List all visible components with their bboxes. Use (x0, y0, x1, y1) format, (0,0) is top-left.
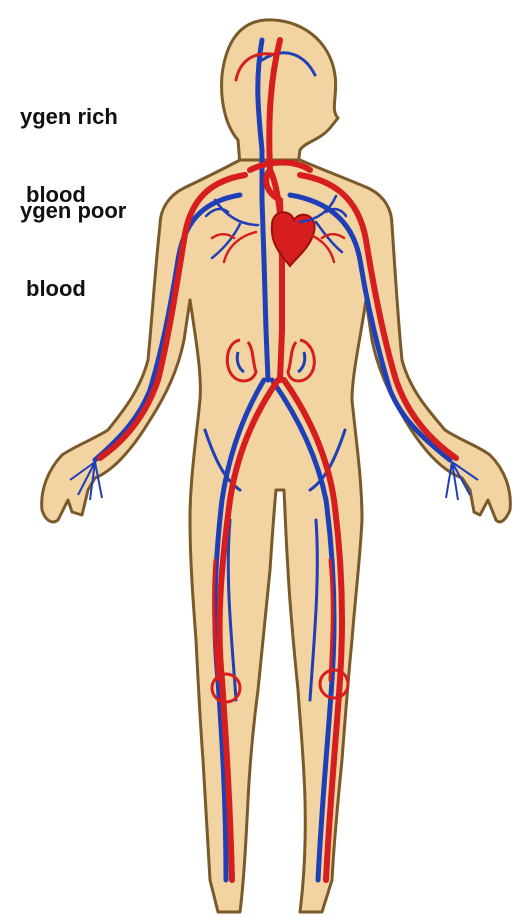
legend-oxygen-poor-line2: blood (20, 276, 126, 302)
legend-oxygen-poor-line1: ygen poor (20, 198, 126, 224)
legend-oxygen-poor: ygen poor blood (20, 146, 126, 328)
legend-oxygen-rich-line1: ygen rich (20, 104, 118, 130)
